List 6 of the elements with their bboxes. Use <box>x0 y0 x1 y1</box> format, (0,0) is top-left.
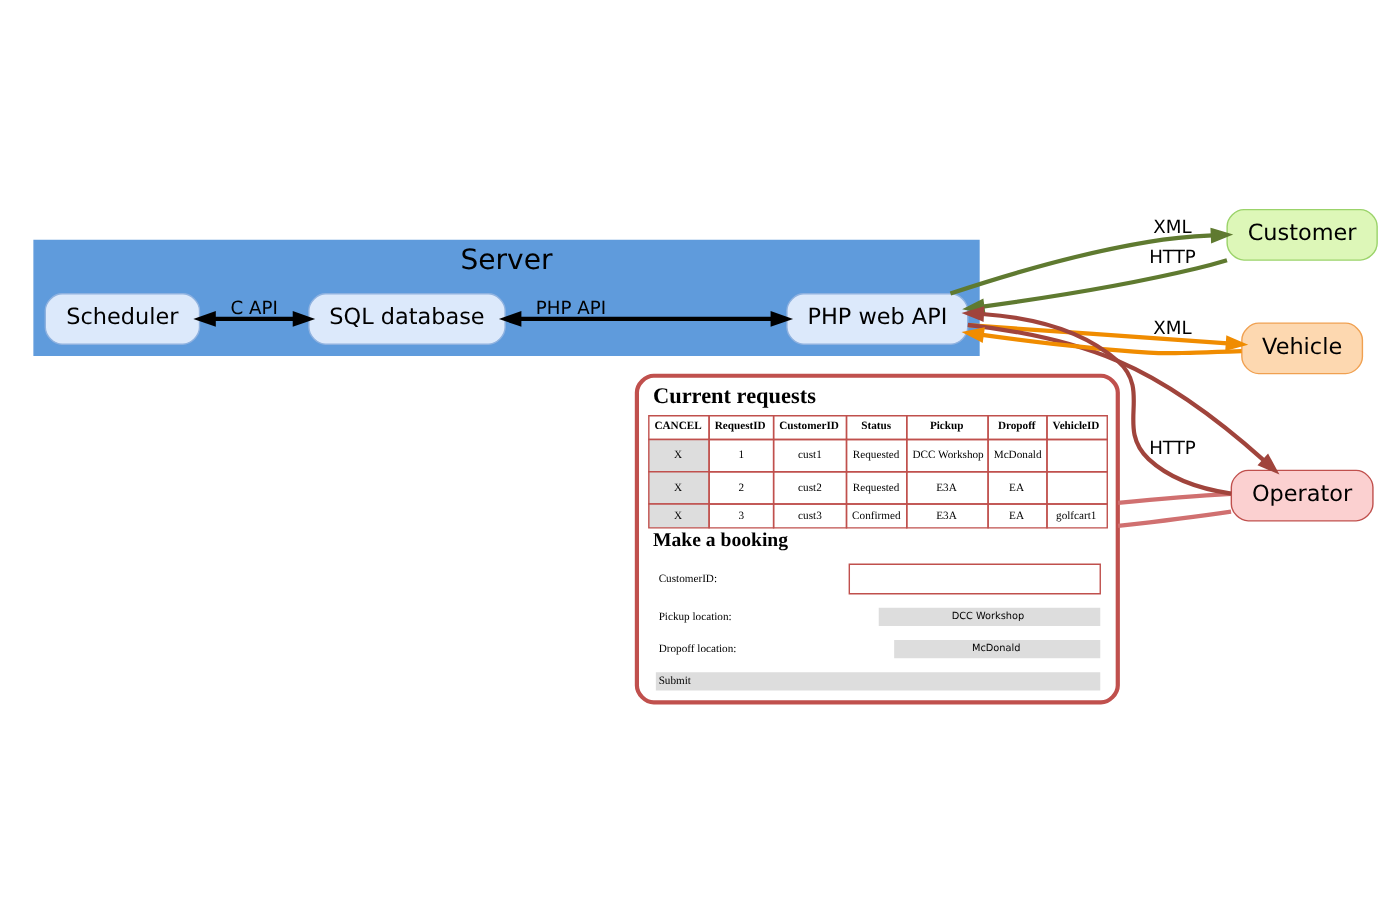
edge-label: XML <box>1153 217 1192 238</box>
edge-label: XML <box>1153 318 1192 339</box>
edge-label: PHP API <box>535 298 607 319</box>
edge-label: HTTP <box>1149 439 1196 460</box>
edge-label: C API <box>230 298 278 319</box>
edge-label: HTTP <box>1149 248 1196 269</box>
